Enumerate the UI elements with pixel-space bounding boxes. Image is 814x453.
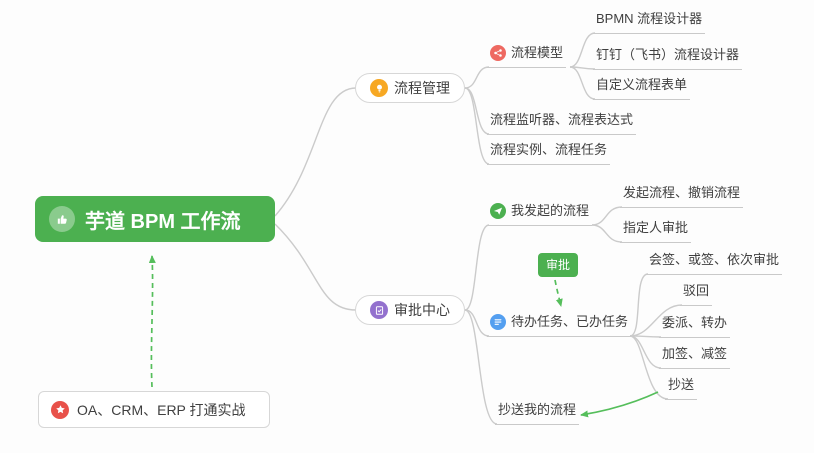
lightbulb-icon (370, 79, 388, 97)
note-topic[interactable]: OA、CRM、ERP 打通实战 (38, 391, 270, 428)
node-instance-task[interactable]: 流程实例、流程任务 (487, 141, 611, 165)
node-label: 委派、转办 (662, 315, 728, 330)
approval-badge-label: 审批 (546, 258, 571, 272)
node-custom-form[interactable]: 自定义流程表单 (593, 76, 691, 100)
connector-ac-myinitiated (464, 224, 490, 311)
flow-model-icon (490, 45, 506, 61)
node-label: BPMN 流程设计器 (596, 11, 703, 26)
approval-badge[interactable]: 审批 (538, 253, 579, 277)
connector-root-ac (274, 223, 357, 311)
node-label: 待办任务、已办任务 (511, 314, 629, 329)
node-listener-expression[interactable]: 流程监听器、流程表达式 (487, 111, 637, 135)
connector-tasks-delegate (629, 335, 662, 338)
connector-model-customform (569, 66, 596, 100)
node-todo-done-tasks[interactable]: 待办任务、已办任务 (487, 313, 632, 337)
node-label: 抄送 (668, 377, 695, 392)
node-label: 流程实例、流程任务 (490, 142, 608, 157)
task-list-icon (490, 314, 506, 330)
approval-doc-icon (370, 301, 388, 319)
root-topic[interactable]: 芋道 BPM 工作流 (35, 196, 275, 242)
node-countersign[interactable]: 会签、或签、依次审批 (646, 251, 783, 275)
branch-process-management[interactable]: 流程管理 (355, 73, 465, 103)
note-topic-label: OA、CRM、ERP 打通实战 (77, 401, 246, 418)
star-icon (51, 400, 69, 419)
connector-pm-model (464, 66, 490, 89)
node-label: 流程模型 (511, 45, 564, 60)
arrow-note-to-root (148, 255, 156, 388)
node-label: 指定人审批 (623, 220, 689, 235)
node-delegate-transfer[interactable]: 委派、转办 (659, 314, 731, 338)
connector-pm-instance (464, 87, 490, 165)
node-cc[interactable]: 抄送 (665, 376, 698, 400)
node-label: 钉钉（飞书）流程设计器 (596, 47, 740, 62)
node-label: 加签、减签 (662, 346, 728, 361)
connector-model-bpmn (569, 32, 596, 68)
node-launch-cancel[interactable]: 发起流程、撤销流程 (620, 184, 744, 208)
node-my-initiated[interactable]: 我发起的流程 (487, 202, 593, 226)
node-label: 抄送我的流程 (498, 402, 577, 417)
node-label: 会签、或签、依次审批 (649, 252, 780, 267)
node-label: 发起流程、撤销流程 (623, 185, 741, 200)
branch-approval-center[interactable]: 审批中心 (355, 295, 465, 325)
node-add-remove-sign[interactable]: 加签、减签 (659, 345, 731, 369)
node-dingtalk-designer[interactable]: 钉钉（飞书）流程设计器 (593, 46, 743, 70)
connector-pm-listener (464, 87, 490, 135)
node-cc-my-flow[interactable]: 抄送我的流程 (495, 401, 580, 425)
connector-tasks-countersign (629, 273, 649, 337)
node-label: 驳回 (683, 283, 710, 298)
node-bpmn-designer[interactable]: BPMN 流程设计器 (593, 10, 706, 34)
node-process-model[interactable]: 流程模型 (487, 44, 567, 68)
root-topic-label: 芋道 BPM 工作流 (85, 210, 241, 233)
arrow-cc-to-ccflow (580, 391, 659, 418)
connector-root-pm (274, 87, 357, 217)
node-reject[interactable]: 驳回 (680, 282, 713, 306)
node-label: 我发起的流程 (511, 203, 590, 218)
branch-label: 流程管理 (394, 80, 450, 96)
connector-ac-tasks (464, 309, 490, 337)
connector-tasks-addsign (629, 335, 662, 369)
node-assignee-approval[interactable]: 指定人审批 (620, 219, 692, 243)
node-label: 自定义流程表单 (596, 77, 688, 92)
paper-plane-icon (490, 203, 506, 219)
connector-model-dingtalk (569, 66, 596, 70)
connector-mi-assignee (591, 224, 623, 243)
thumbs-up-icon (49, 206, 75, 232)
node-label: 流程监听器、流程表达式 (490, 112, 634, 127)
connector-mi-launch (591, 206, 623, 226)
arrow-badge-to-tasks (554, 279, 563, 307)
branch-label: 审批中心 (394, 302, 450, 318)
